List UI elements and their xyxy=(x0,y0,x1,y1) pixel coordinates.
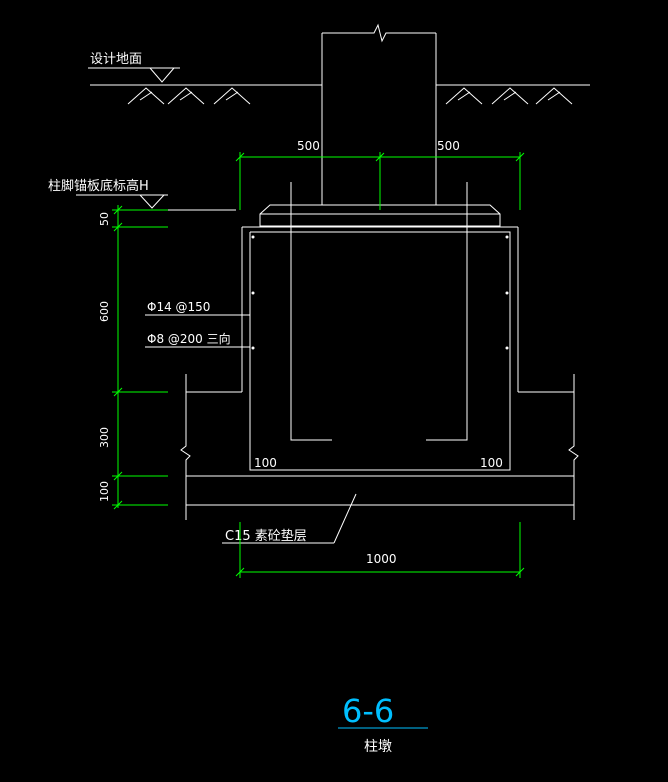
dim-width-total: 1000 xyxy=(366,552,397,566)
dim-vertical-100: 100 xyxy=(98,481,111,502)
rebar-main-label: Φ14 @150 xyxy=(147,300,210,314)
rebar-dots xyxy=(251,235,509,350)
base-plate xyxy=(259,204,501,227)
cushion-leader xyxy=(222,493,357,544)
pier-body xyxy=(180,226,579,520)
ground-level-label: 设计地面 xyxy=(90,52,142,67)
dim-vertical-50: 50 xyxy=(98,212,111,226)
elevation-label: 柱脚锚板底标高H xyxy=(48,178,149,194)
bottom-dimension xyxy=(235,522,525,578)
elevation-marker xyxy=(76,194,236,211)
dim-top-left: 500 xyxy=(297,139,320,153)
section-title: 6-6 xyxy=(342,692,394,730)
top-dimension xyxy=(235,152,525,210)
cover-left: 100 xyxy=(254,456,277,470)
column xyxy=(321,23,437,205)
section-name: 柱墩 xyxy=(364,739,392,755)
cover-right: 100 xyxy=(480,456,503,470)
rebar-stirrup-label: Φ8 @200 三向 xyxy=(147,331,231,346)
dim-vertical-600: 600 xyxy=(98,301,111,322)
dim-vertical-300: 300 xyxy=(98,427,111,448)
left-dimension-chain xyxy=(112,205,168,510)
rebar-cage xyxy=(249,182,511,471)
dim-top-right: 500 xyxy=(437,139,460,153)
cushion-label: C15 素砼垫层 xyxy=(225,528,307,544)
ground-level-marker xyxy=(88,67,180,83)
rebar-leaders xyxy=(145,314,250,348)
ground-surface xyxy=(90,84,590,105)
